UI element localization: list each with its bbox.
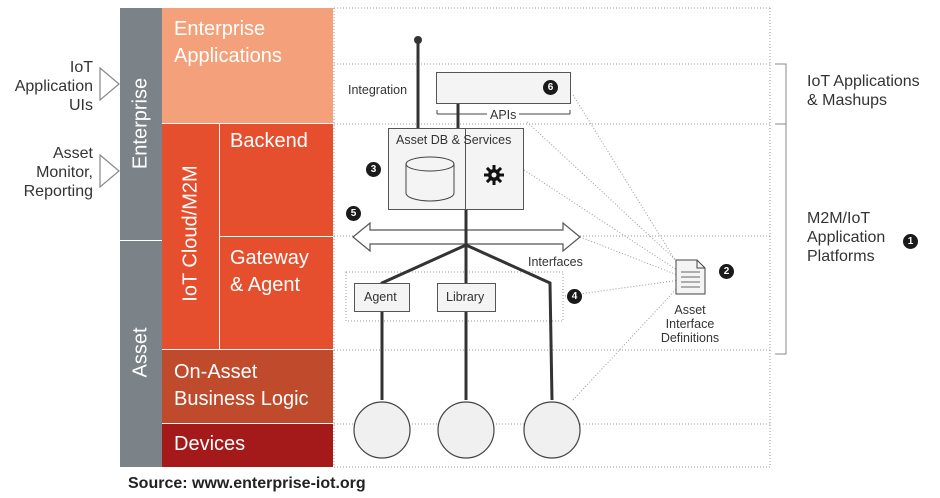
band-enterprise-applications (162, 8, 333, 123)
chevron-right-icon (99, 153, 120, 189)
asset-db-label: Asset DB & Services (396, 133, 512, 147)
library-label: Library (446, 290, 485, 304)
database-icon (405, 156, 455, 202)
on-asset-label: On-Asset Business Logic (174, 361, 309, 410)
device-circle-3 (523, 401, 581, 459)
backend-gateway-divider (220, 236, 333, 237)
backend-label: Backend (230, 130, 308, 152)
label-m2m-platforms: M2M/IoT Application Platforms (807, 210, 886, 265)
devices-label: Devices (174, 433, 246, 455)
agent-box (354, 283, 410, 312)
gateway-agent-label: Gateway & Agent (230, 247, 309, 296)
gear-icon (484, 165, 504, 185)
band-on-asset (162, 350, 333, 423)
library-box (437, 283, 496, 312)
source-caption: Source: www.enterprise-iot.org (128, 475, 366, 492)
agent-label: Agent (364, 290, 397, 304)
marker-6: 6 (543, 80, 558, 95)
enterprise-column (120, 8, 162, 240)
device-circle-1 (353, 401, 411, 459)
chevron-right-icon (99, 66, 120, 102)
backend-divider-left (219, 124, 220, 349)
marker-2: 2 (719, 264, 734, 279)
marker-5: 5 (346, 206, 361, 221)
band-devices (162, 424, 333, 467)
asset-column (120, 241, 162, 467)
asset-db-divider (465, 128, 466, 210)
interfaces-label: Interfaces (528, 255, 583, 269)
document-icon (675, 259, 706, 295)
marker-3: 3 (366, 162, 381, 177)
enterprise-applications-label: Enterprise Applications (174, 18, 282, 67)
label-iot-application-uis: IoT Application UIs (14, 59, 93, 114)
integration-label: Integration (348, 83, 408, 97)
label-asset-monitor-reporting: Asset Monitor, Reporting (23, 145, 93, 200)
marker-1: 1 (903, 234, 918, 249)
apis-label: APIs (487, 108, 520, 122)
marker-4: 4 (567, 289, 582, 304)
label-iot-applications-mashups: IoT Applications & Mashups (807, 73, 920, 109)
device-circle-2 (437, 401, 495, 459)
asset-interface-definitions-label: Asset Interface Definitions (660, 303, 720, 345)
